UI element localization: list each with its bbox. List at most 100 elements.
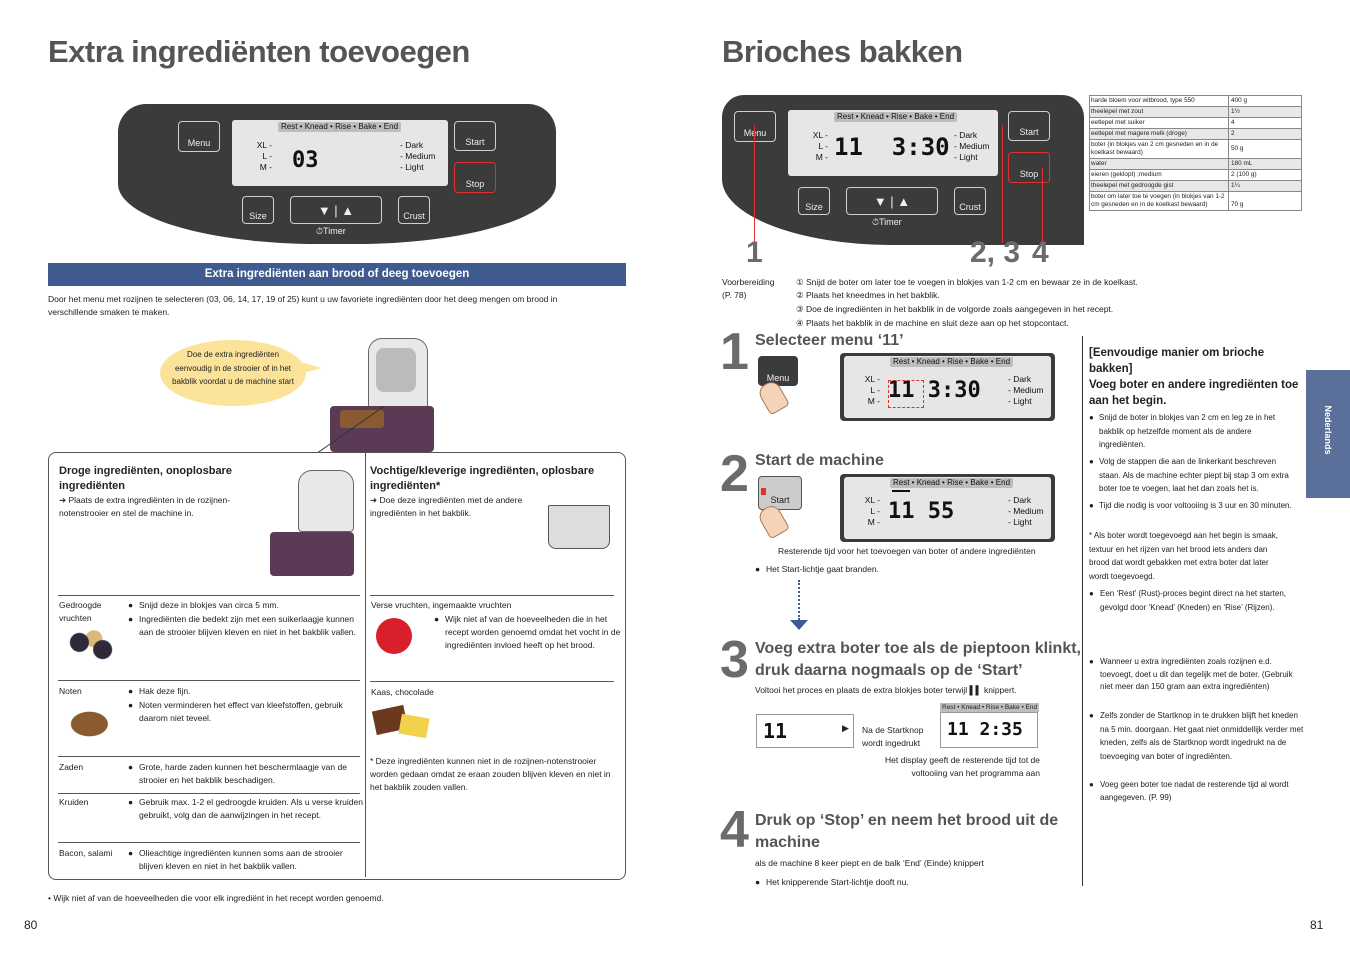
lcd-rest-bar: Rest • Knead • Rise • Bake • End: [278, 122, 402, 132]
lcd-crust-labels: - Dark- Medium- Light: [400, 140, 436, 172]
prep-step: ② Plaats het kneedmes in het bakblik.: [796, 290, 940, 300]
step3-sub: Voltooi het proces en plaats de extra bl…: [755, 685, 1017, 695]
dry-title: Droge ingrediënten, onoplosbare ingredië…: [59, 465, 232, 492]
arrow-head: [790, 620, 808, 630]
step3-label-a: Na de Startknop wordt ingedrukt: [862, 725, 924, 748]
extra-note: Wanneer u extra ingrediënten zoals rozij…: [1089, 656, 1305, 694]
wet-row-name: Kaas, chocolade: [371, 687, 434, 697]
ingredient-row: boter (in blokjes van 2 cm gesneden en i…: [1090, 140, 1301, 159]
dry-row-note: Noten verminderen het effect van kleefst…: [128, 699, 364, 725]
crust-button[interactable]: Crust: [954, 187, 986, 215]
dried-fruit-icon: [62, 628, 120, 664]
control-panel-left: Menu Rest • Knead • Rise • Bake • End XL…: [118, 104, 556, 244]
easy-subtitle: Voeg boter en andere ingrediënten toe aa…: [1089, 379, 1299, 407]
callout-4: 4: [1032, 236, 1049, 269]
callout-line-23: [1002, 125, 1003, 243]
step2-note: Het Start-lichtje gaat branden.: [755, 563, 879, 576]
step-title: Selecteer menu ‘11’: [755, 332, 904, 349]
easy-title: [Eenvoudige manier om brioche bakken]: [1089, 347, 1265, 375]
lcd-size-labels: XL -L -M -: [256, 140, 272, 172]
dry-row-note: Gebruik max. 1-2 el gedroogde kruiden. A…: [128, 796, 364, 822]
size-button[interactable]: Size: [242, 196, 274, 224]
language-tab-label: Nederlands: [1323, 405, 1333, 455]
menu-button[interactable]: Menu: [178, 121, 220, 152]
box-divider: [365, 453, 366, 877]
lcd-value: 11 3:30: [834, 133, 950, 161]
stop-button[interactable]: Stop: [1008, 152, 1050, 183]
dry-row-note: Hak deze fijn.: [128, 685, 364, 698]
size-button[interactable]: Size: [798, 187, 830, 215]
arrow-buttons[interactable]: ▼ | ▲: [290, 196, 382, 224]
dry-row-note: Olieachtige ingrediënten kunnen soms aan…: [128, 847, 364, 873]
lcd-menu-number: 03: [292, 148, 319, 173]
lcd-rest-bar: Rest • Knead • Rise • Bake • End: [834, 112, 958, 122]
wet-row: Kaas, chocolade: [370, 681, 614, 752]
butter-icon: ▌▌: [969, 685, 982, 695]
dry-row: Noten Hak deze fijn. Noten verminderen h…: [58, 680, 360, 757]
column-divider: [1082, 336, 1083, 886]
lcd-rest-mini: Rest • Knead • Rise • Bake • End: [940, 703, 1040, 712]
timer-label: ⏱Timer: [316, 226, 346, 236]
dry-row-note: Ingrediënten die bedekt zijn met een sui…: [128, 613, 364, 639]
control-panel-right: Menu Rest • Knead • Rise • Bake • End XL…: [722, 95, 1084, 245]
callout-line-4: [1042, 168, 1043, 243]
lcd-size-labels: XL -L -M -: [812, 130, 828, 162]
easy-point: Volg de stappen die aan de linkerkant be…: [1089, 455, 1299, 496]
ingredient-row: eetlepel met magere melk (droge)2: [1090, 129, 1301, 140]
wet-footnote: * Deze ingrediënten kunnen niet in de ro…: [370, 756, 611, 792]
wet-title: Vochtige/kleverige ingrediënten, oplosba…: [370, 465, 595, 492]
step4-note: Het knipperende Start-lichtje dooft nu.: [755, 876, 909, 889]
dry-row-name: Zaden: [59, 762, 84, 772]
prep-step: ① Snijd de boter om later toe te voegen …: [796, 277, 1138, 287]
dotted-arrow: [798, 580, 800, 620]
stop-button[interactable]: Stop: [454, 162, 496, 193]
easy-point: Snijd de boter in blokjes van 2 cm en le…: [1089, 411, 1299, 452]
crust-button[interactable]: Crust: [398, 196, 430, 224]
pan-illustration: [548, 505, 610, 549]
dry-row-note: Snijd deze in blokjes van circa 5 mm.: [128, 599, 364, 612]
dry-row-note: Grote, harde zaden kunnen het beschermla…: [128, 761, 364, 787]
arrow-buttons[interactable]: ▼ | ▲: [846, 187, 938, 215]
lcd-crust-labels: - Dark- Medium- Light: [954, 130, 990, 162]
language-tab: [1306, 370, 1350, 498]
dispenser-illustration: [270, 470, 354, 576]
bread-machine-illustration: [330, 338, 440, 456]
cheese-icon: [398, 713, 430, 739]
ingredient-box: [48, 452, 626, 880]
step-title: Voeg extra boter toe als de pieptoon kli…: [755, 640, 1081, 679]
arrow-right-icon: ▶: [842, 723, 849, 733]
dry-row: Zaden Grote, harde zaden kunnen het besc…: [58, 756, 360, 793]
bottom-note: • Wijk niet af van de hoeveelheden die v…: [48, 893, 384, 903]
start-button[interactable]: Start: [1008, 111, 1050, 141]
lcd-display: Rest • Knead • Rise • Bake • End XL -L -…: [232, 120, 448, 186]
dry-row-name: Kruiden: [59, 797, 89, 807]
dry-row-name: Bacon, salami: [59, 848, 113, 858]
dry-row-name: Noten: [59, 686, 82, 696]
wet-row-note: Wijk niet af van de hoeveelheden die in …: [434, 613, 621, 652]
step-number: 4: [720, 801, 749, 859]
ingredient-row: boter om later toe te voegen (in blokjes…: [1090, 192, 1301, 211]
page-number-right: 81: [1310, 918, 1324, 932]
prep-label: Voorbereiding (P. 78): [722, 277, 775, 300]
callout-1: 1: [746, 236, 763, 269]
dry-row: Bacon, salami Olieachtige ingrediënten k…: [58, 842, 360, 877]
prep-step: ③ Doe de ingrediënten in het bakblik in …: [796, 304, 1114, 314]
wet-row-name: Verse vruchten, ingemaakte vruchten: [371, 600, 512, 610]
page-number-left: 80: [24, 918, 38, 932]
step3-label-b: Het display geeft de resterende tijd tot…: [885, 755, 1040, 778]
step-number: 3: [720, 631, 749, 689]
apple-icon: [376, 618, 412, 654]
lcd-step2: Rest • Knead • Rise • Bake • End XL -L -…: [840, 474, 1055, 542]
menu-button[interactable]: Menu: [734, 111, 776, 142]
dry-text: ➜ Plaats de extra ingrediënten in de roz…: [59, 495, 231, 518]
step-number: 1: [720, 323, 749, 381]
tip-bubble: [160, 340, 306, 406]
start-button[interactable]: Start: [454, 121, 496, 151]
